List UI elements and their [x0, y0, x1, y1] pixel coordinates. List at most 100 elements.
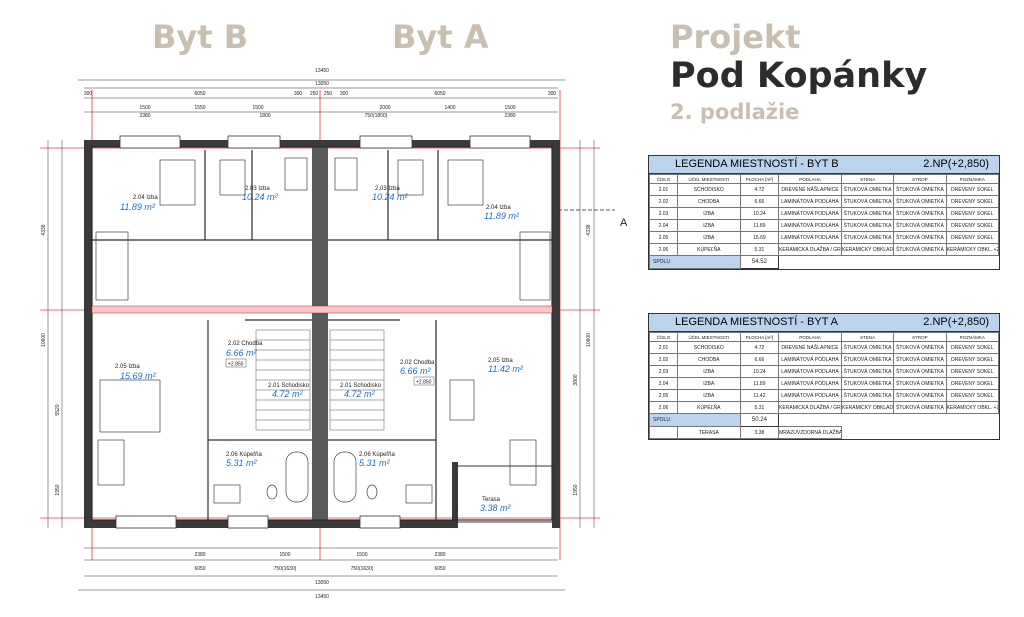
- legend-title: LEGENDA MIESTNOSTÍ - BYT B: [675, 158, 839, 170]
- dimension-labels: 13450 13050 300 6050 300 250 250 300 605…: [84, 68, 557, 600]
- cell: 2.01: [649, 183, 678, 196]
- dim-label: 6050: [434, 566, 445, 572]
- cell: DREVENÝ SOKEL: [945, 353, 1000, 366]
- col-header: PODLAHA: [778, 332, 842, 342]
- room-name: 2.04 Izba: [133, 195, 158, 201]
- cell: 2.06: [649, 401, 678, 414]
- cell: KERAMICKÁ DLAŽBA / GRES: [778, 243, 842, 256]
- section-mark: A: [620, 217, 628, 229]
- cell: DREVENÝ SOKEL: [945, 389, 1000, 402]
- blank-cell: [841, 427, 893, 439]
- sum-value: 54.52: [739, 255, 780, 269]
- bed: [95, 231, 129, 301]
- dim-label: 2380: [434, 552, 445, 558]
- dim-bottom-overall: 13450: [315, 594, 329, 600]
- blank-cell: [779, 414, 999, 427]
- level-mark-text: +2.850: [228, 362, 244, 368]
- cell: 4.72: [739, 183, 780, 196]
- dim-label: 6050: [194, 91, 205, 97]
- dim-label: 300: [340, 91, 349, 97]
- cell: CHODBA: [676, 195, 741, 208]
- cell: 6.66: [739, 353, 780, 366]
- cell: DREVENÝ SOKEL: [945, 377, 1000, 390]
- cell: DREVENÉ NÁŠLAPNICE: [778, 341, 842, 354]
- cell: ŠTUKOVÁ OMIETKA: [893, 401, 947, 414]
- cell: 2.04: [649, 219, 678, 232]
- cell: ŠTUKOVÁ OMIETKA: [893, 377, 947, 390]
- room-name: 2.04 Izba: [486, 205, 511, 211]
- cell: DREVENÝ SOKEL: [945, 231, 1000, 244]
- dim-label: 1800: [259, 113, 270, 119]
- dim-label: 750(1630): [274, 566, 297, 572]
- room-name: 2.05 Izba: [488, 358, 513, 364]
- cell: ŠTUKOVÁ OMIETKA: [840, 365, 895, 378]
- sum-label: SPOLU: [649, 255, 741, 269]
- room-name: 2.05 Izba: [115, 364, 140, 370]
- col-header: STROP: [893, 174, 947, 184]
- window: [115, 515, 177, 529]
- cell: SCHODISKO: [676, 183, 741, 196]
- cell: KÚPEĽŇA: [676, 401, 741, 414]
- room-name: 2.03 Izba: [375, 186, 400, 192]
- cell: 15.69: [739, 231, 780, 244]
- legend-title: LEGENDA MIESTNOSTÍ - BYT A: [675, 316, 839, 328]
- cell: 2.06: [649, 243, 678, 256]
- dimension-lines: [47, 79, 595, 591]
- bed: [334, 157, 358, 191]
- cell: IZBA: [676, 231, 741, 244]
- stairs: [255, 329, 385, 431]
- cell: ŠTUKOVÁ OMIETKA: [893, 219, 947, 232]
- room-name: 2.06 Kúpeľňa: [226, 452, 262, 458]
- legend-header-row: ČÍSLO ÚČEL MIESTNOSTI PLOCHA [m²] PODLAH…: [649, 174, 1000, 184]
- sum-row: SPOLU 50.24: [649, 413, 999, 427]
- cell: ŠTUKOVÁ OMIETKA: [893, 389, 947, 402]
- legend-byt-b: LEGENDA MIESTNOSTÍ - BYT B 2.NP(+2,850) …: [648, 155, 1000, 270]
- legend-level: 2.NP(+2,850): [923, 158, 989, 170]
- cell: 2.03: [649, 365, 678, 378]
- cell: ŠTUKOVÁ OMIETKA: [840, 219, 895, 232]
- dim-label: 6050: [434, 91, 445, 97]
- dim-label: 1500: [139, 105, 150, 111]
- bed: [519, 231, 551, 301]
- wall-top: [84, 140, 558, 147]
- dim-label: 1400: [444, 105, 455, 111]
- cell: 2.05: [649, 389, 678, 402]
- cell: 11.89: [739, 377, 780, 390]
- cell: 2.04: [649, 377, 678, 390]
- cell: 6.66: [739, 195, 780, 208]
- cell: LAMINÁTOVÁ PODLAHA: [778, 231, 842, 244]
- cell: DREVENÝ SOKEL: [945, 207, 1000, 220]
- cell: LAMINÁTOVÁ PODLAHA: [778, 389, 842, 402]
- desk: [397, 159, 424, 196]
- room-area: 6.66 m²: [226, 348, 258, 358]
- cell: ŠTUKOVÁ OMIETKA: [893, 353, 947, 366]
- cell: CHODBA: [676, 353, 741, 366]
- windows: [115, 135, 531, 529]
- dim-top-inner: 13050: [315, 81, 329, 87]
- col-header: ÚČEL MIESTNOSTI: [676, 332, 741, 342]
- room-name: 2.01 Schodisko: [268, 383, 310, 389]
- cell: LAMINÁTOVÁ PODLAHA: [778, 365, 842, 378]
- room-area: 15.69 m²: [120, 371, 157, 381]
- cell: 5.31: [739, 401, 780, 414]
- level-mark: [225, 358, 247, 368]
- desk: [509, 439, 537, 486]
- dim-label: 1500: [504, 105, 515, 111]
- blank-cell: [779, 256, 999, 269]
- sum-row: SPOLU 54.52: [649, 255, 999, 269]
- legend-header-row: ČÍSLO ÚČEL MIESTNOSTI PLOCHA [m²] PODLAH…: [649, 332, 1000, 342]
- cell: 2.01: [649, 341, 678, 354]
- sum-value: 50.24: [739, 413, 780, 427]
- dim-label: 2380: [194, 552, 205, 558]
- cell: ŠTUKOVÁ OMIETKA: [840, 207, 895, 220]
- cell: ŠTUKOVÁ OMIETKA: [840, 353, 895, 366]
- cell: ŠTUKOVÁ OMIETKA: [893, 365, 947, 378]
- wall-terrace: [452, 462, 458, 528]
- col-header: PODLAHA: [778, 174, 842, 184]
